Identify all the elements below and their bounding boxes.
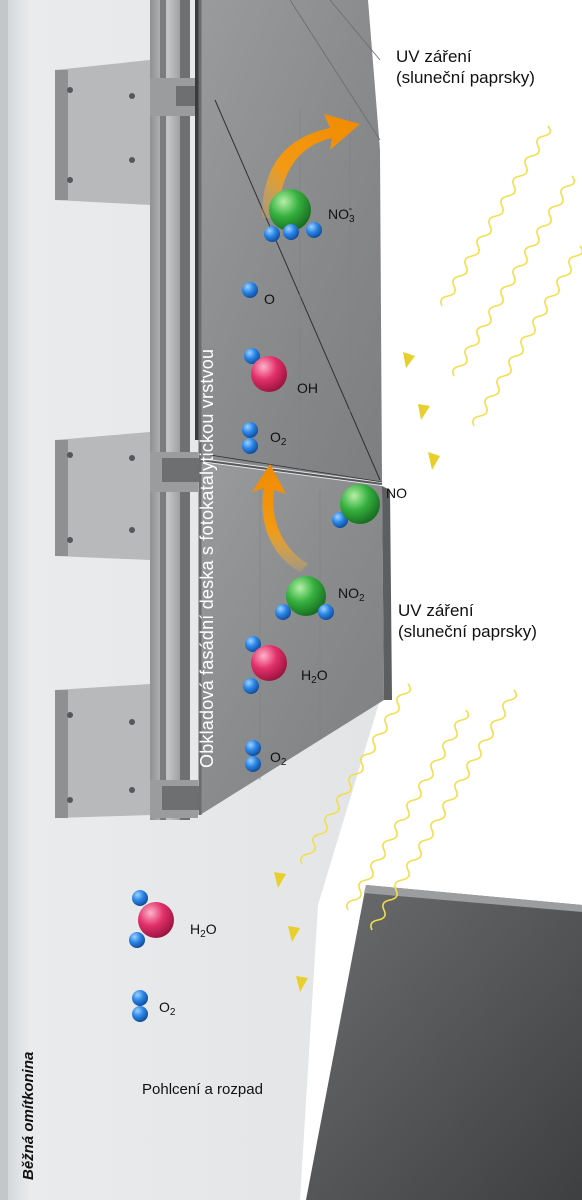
- wall-label: Běžná omítkonina: [20, 1051, 37, 1180]
- molecule-o: [242, 282, 258, 298]
- reaction-arrow-top: [262, 114, 360, 218]
- label-no: NO: [386, 486, 407, 500]
- label-o2-c-base: O: [159, 999, 170, 1015]
- label-h2o-b-base: H: [190, 921, 201, 937]
- uv-wave-6: [370, 689, 518, 931]
- uv-label-top-line2: (sluneční paprsky): [396, 68, 535, 87]
- molecule-no: [332, 484, 380, 528]
- label-o: O: [264, 292, 275, 306]
- label-h2o-b-tail: O: [205, 921, 217, 937]
- label-no3: NO3-: [328, 203, 355, 225]
- label-o2-c-sub: 2: [169, 1007, 176, 1018]
- label-h2o-a-base: H: [301, 667, 312, 683]
- label-o2-b-sub: 2: [280, 757, 287, 768]
- uv-wave-2: [452, 175, 576, 377]
- uv-label-middle-line1: UV záření: [398, 601, 474, 620]
- molecule-o2-a: [242, 422, 258, 454]
- molecule-no2: [275, 576, 334, 620]
- uv-label-top-line1: UV záření: [396, 47, 472, 66]
- uv-ray-6: [296, 689, 518, 992]
- label-no3-sub: 3: [349, 214, 355, 225]
- label-o2-b-base: O: [270, 749, 281, 765]
- molecule-oh: [244, 348, 287, 392]
- label-no3-base: NO: [328, 206, 349, 222]
- molecule-h2o-a: [243, 636, 287, 694]
- bracket-bottom: [55, 684, 202, 818]
- label-no2-base: NO: [338, 585, 359, 601]
- label-no-text: NO: [386, 485, 407, 501]
- uv-wave-5: [346, 709, 470, 911]
- bottom-caption: Pohlcení a rozpad: [142, 1081, 263, 1098]
- label-o2-a: O2: [270, 430, 286, 448]
- uv-wave-3: [472, 245, 582, 427]
- label-o2-b: O2: [270, 750, 286, 768]
- mounting-frame: [55, 0, 204, 820]
- label-no2-sub: 2: [359, 593, 365, 604]
- molecule-no3: [264, 189, 322, 242]
- panel-label: Obkladová fasádní deska s fotokatalytick…: [197, 348, 217, 768]
- label-o2-a-base: O: [270, 429, 281, 445]
- uv-label-middle: UV záření (sluneční paprsky): [398, 600, 537, 642]
- uv-wave-1: [440, 125, 552, 307]
- molecule-o2-c: [132, 990, 148, 1022]
- reaction-arrow-middle: [252, 464, 308, 572]
- label-oh: OH: [297, 381, 318, 395]
- label-no3-sup: -: [348, 203, 353, 215]
- ground-block: [306, 885, 582, 1200]
- label-h2o-b: H2O: [190, 922, 217, 940]
- facade-panel: [198, 0, 392, 815]
- uv-ray-1: [403, 125, 552, 368]
- label-h2o-a: H2O: [301, 668, 328, 686]
- bracket-top: [55, 60, 204, 205]
- uv-ray-3: [428, 245, 582, 470]
- uv-wave-4: [300, 683, 412, 865]
- bracket-middle: [55, 432, 204, 560]
- uv-ray-5: [288, 709, 470, 942]
- label-h2o-a-tail: O: [316, 667, 328, 683]
- label-h2o-a-sub: 2: [311, 675, 317, 686]
- molecule-h2o-b: [129, 890, 174, 948]
- uv-label-middle-line2: (sluneční paprsky): [398, 622, 537, 641]
- molecule-o2-b: [245, 740, 261, 772]
- uv-ray-4: [274, 683, 412, 888]
- label-o2-a-sub: 2: [280, 437, 287, 448]
- label-o-text: O: [264, 291, 275, 307]
- uv-ray-2: [418, 175, 576, 420]
- label-h2o-b-sub: 2: [200, 929, 206, 940]
- label-no2: NO2: [338, 586, 365, 604]
- label-oh-text: OH: [297, 380, 318, 396]
- label-o2-c: O2: [159, 1000, 175, 1018]
- uv-label-top: UV záření (sluneční paprsky): [396, 46, 535, 88]
